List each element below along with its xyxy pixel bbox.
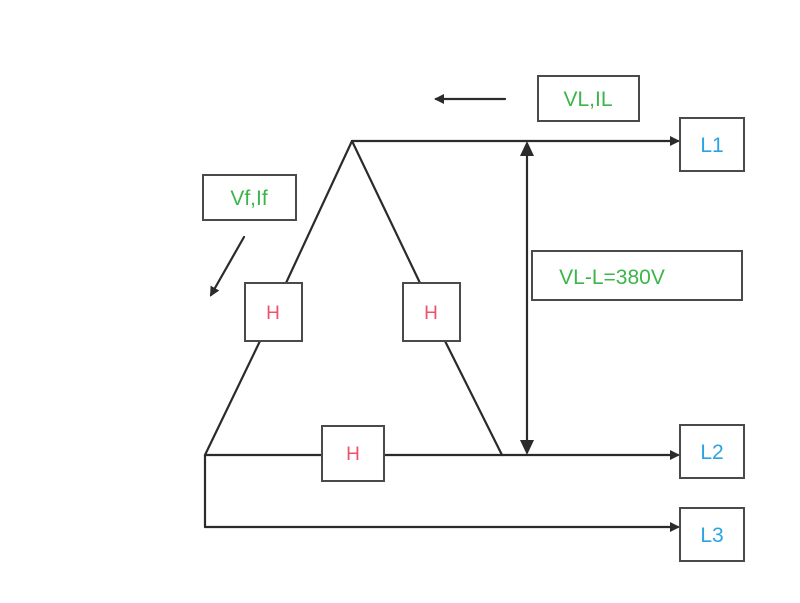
heater-right-text: H [424, 303, 438, 324]
terminal-l1: L1 [679, 117, 745, 172]
terminal-l3: L3 [679, 507, 745, 562]
terminal-l2-text: L2 [700, 441, 723, 464]
terminal-l2: L2 [679, 424, 745, 479]
wire-top-to-left-heater [284, 139, 354, 285]
heater-left-text: H [266, 303, 280, 324]
phase-direction-arrow [209, 235, 246, 297]
line-quantities-box [537, 75, 640, 122]
terminal-l3-text: L3 [700, 524, 723, 547]
heater-bottom-box [321, 425, 385, 482]
line-voltage-box [531, 250, 743, 301]
line-quantities-text: VL,IL [563, 88, 612, 111]
terminal-l1-text: L1 [700, 134, 723, 157]
heater-bottom: H [321, 425, 385, 482]
wire-top-to-right-heater [350, 139, 422, 285]
voltage-arrow-head-top [520, 141, 534, 156]
heater-left: H [244, 282, 303, 342]
terminal-l2-box [679, 424, 745, 479]
phase-quantities-text: Vf,If [230, 187, 268, 210]
heater-left-box [244, 282, 303, 342]
terminal-l3-box [679, 507, 745, 562]
line-voltage-label: VL-L=380V [531, 250, 743, 301]
line-voltage-arrow [520, 141, 534, 455]
wire-right-heater-to-bottom-right [443, 339, 504, 457]
voltage-arrow-head-bottom [520, 440, 534, 455]
heater-right-box [402, 282, 461, 342]
line-quantities-label: VL,IL [537, 75, 640, 122]
line-voltage-text: VL-L=380V [559, 266, 665, 289]
heater-bottom-text: H [346, 444, 360, 465]
phase-quantities-label: Vf,If [202, 174, 297, 221]
terminal-l1-box [679, 117, 745, 172]
phase-quantities-box [202, 174, 297, 221]
delta-wires [203, 139, 504, 457]
wire-left-heater-to-bottom-left [203, 339, 262, 457]
heater-right: H [402, 282, 461, 342]
line-conductors [203, 136, 680, 532]
